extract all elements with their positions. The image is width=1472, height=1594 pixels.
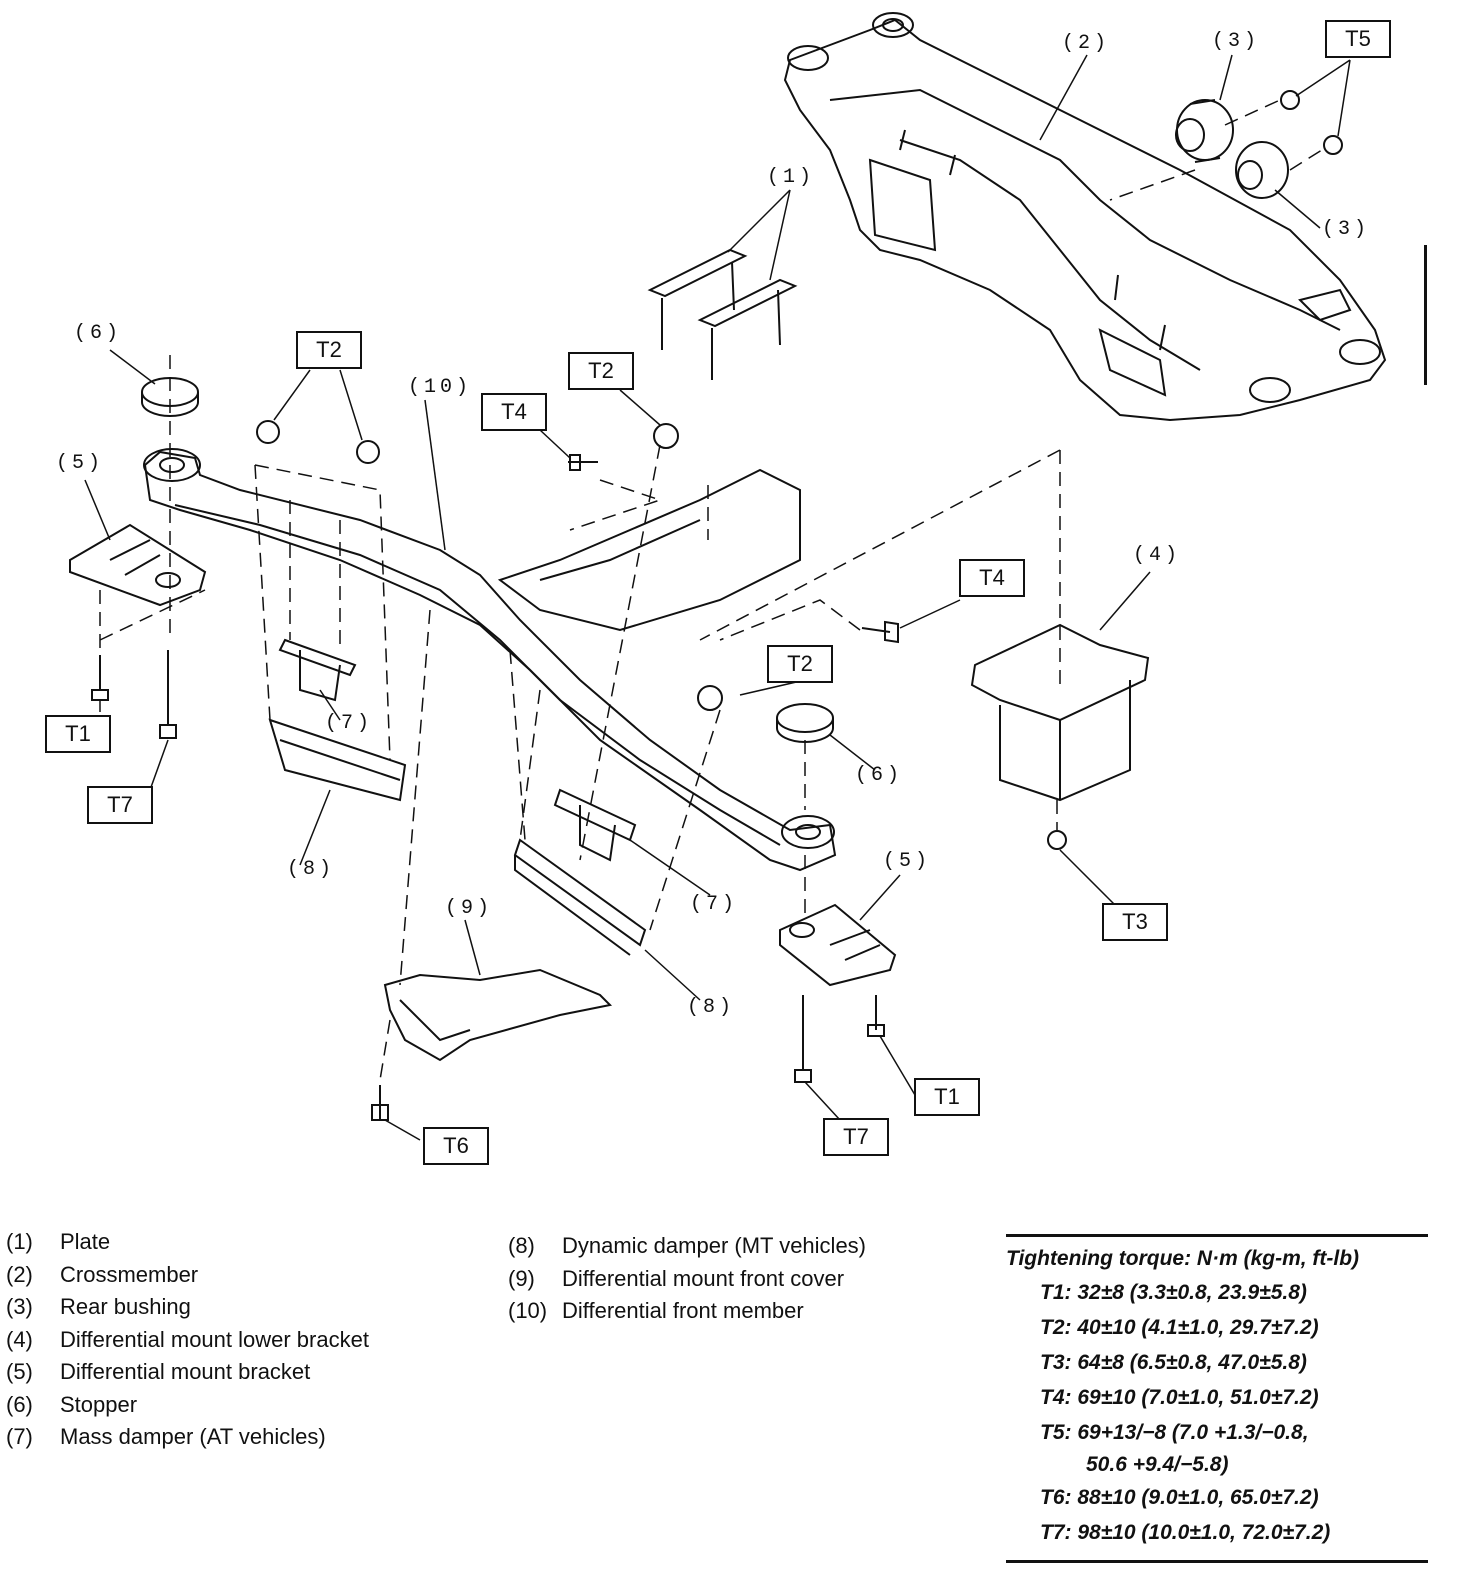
torque-bottom-rule	[1006, 1560, 1428, 1563]
legend-number: (5)	[6, 1359, 33, 1384]
page-edge-mark	[1424, 245, 1427, 385]
legend-text: Plate	[60, 1229, 111, 1254]
callout-t2-right: T2	[767, 645, 833, 683]
dynamic-damper-drawing	[268, 718, 647, 956]
legend-text: Differential mount lower bracket	[60, 1326, 369, 1352]
tightening-torque-table: Tightening torque: N·m (kg-m, ft-lb) T1:…	[1006, 1234, 1428, 1563]
legend-item: (2) Crossmember	[6, 1259, 369, 1292]
exploded-parts-diagram	[69, 12, 1387, 1141]
legend-number: (2)	[6, 1261, 33, 1287]
legend-text: Differential front member	[562, 1298, 804, 1323]
torque-t6: T6: 88±10 (9.0±1.0, 65.0±7.2)	[1040, 1486, 1319, 1509]
ref-5-left: (5)	[56, 452, 105, 475]
ref-6-left: (6)	[74, 322, 123, 345]
mount-bracket-drawing	[69, 523, 897, 987]
legend-item: (3) Rear bushing	[6, 1291, 369, 1324]
legend-text: Mass damper (AT vehicles)	[60, 1424, 326, 1449]
leader-lines	[84, 54, 1351, 1141]
callout-t4-left: T4	[481, 393, 547, 431]
callout-t1-left: T1	[45, 715, 111, 753]
legend-item: (9) Differential mount front cover	[508, 1263, 866, 1296]
plate-drawing	[647, 248, 798, 380]
torque-t3: T3: 64±8 (6.5±0.8, 47.0±5.8)	[1040, 1351, 1307, 1374]
front-cover-drawing	[383, 968, 613, 1062]
torque-t5-line1: T5: 69+13/−8 (7.0 +1.3/−0.8,	[1040, 1421, 1309, 1444]
legend-text: Differential mount front cover	[562, 1265, 845, 1291]
legend-text: Differential mount bracket	[60, 1359, 311, 1384]
ref-7-right: (7)	[690, 893, 739, 916]
torque-t1: T1: 32±8 (3.3±0.8, 23.9±5.8)	[1040, 1281, 1307, 1304]
ref-10: (10)	[408, 376, 473, 399]
legend-item: (6) Stopper	[6, 1389, 369, 1422]
legend-item: (7) Mass damper (AT vehicles)	[6, 1421, 369, 1454]
legend-text: Rear bushing	[60, 1294, 191, 1319]
ref-6-right: (6)	[855, 764, 904, 787]
callout-t4-right: T4	[959, 559, 1025, 597]
legend-item: (4) Differential mount lower bracket	[6, 1324, 369, 1357]
ref-2: (2)	[1062, 32, 1111, 55]
ref-8-left: (8)	[287, 858, 336, 881]
stopper-drawing	[141, 377, 834, 743]
torque-t2: T2: 40±10 (4.1±1.0, 29.7±7.2)	[1040, 1316, 1319, 1339]
mass-damper-drawing	[278, 638, 637, 862]
callout-t3: T3	[1102, 903, 1168, 941]
legend-text: Crossmember	[60, 1261, 199, 1287]
ref-5-right: (5)	[883, 850, 932, 873]
legend-text: Stopper	[60, 1391, 138, 1417]
ref-7-left: (7)	[325, 712, 374, 735]
assembly-lines	[99, 99, 1326, 1081]
fastener-drawing	[91, 420, 1067, 1121]
rear-bushing-drawing	[1175, 90, 1343, 199]
callout-t7-left: T7	[87, 786, 153, 824]
ref-1: (1)	[767, 166, 816, 189]
ref-4: (4)	[1133, 544, 1182, 567]
ref-9: (9)	[445, 897, 494, 920]
parts-legend-middle: (8) Dynamic damper (MT vehicles) (9) Diffe…	[508, 1230, 866, 1328]
callout-t1-right: T1	[914, 1078, 980, 1116]
legend-item: (8) Dynamic damper (MT vehicles)	[508, 1230, 866, 1263]
torque-t7: T7: 98±10 (10.0±1.0, 72.0±7.2)	[1040, 1521, 1331, 1544]
torque-t5-line2: 50.6 +9.4/−5.8)	[1086, 1453, 1229, 1476]
legend-item: (5) Differential mount bracket	[6, 1356, 369, 1389]
legend-number: (7)	[6, 1424, 33, 1449]
legend-text: Dynamic damper (MT vehicles)	[562, 1233, 867, 1258]
callout-t7-right: T7	[823, 1118, 889, 1156]
legend-number: (10)	[508, 1298, 548, 1323]
legend-number: (8)	[508, 1233, 535, 1258]
legend-number: (3)	[6, 1294, 33, 1319]
legend-item: (1) Plate	[6, 1226, 369, 1259]
callout-t6: T6	[423, 1127, 489, 1165]
callout-t5: T5	[1325, 20, 1391, 58]
legend-item: (10) Differential front member	[508, 1295, 866, 1328]
differential-front-member-drawing	[143, 448, 837, 872]
legend-number: (1)	[6, 1229, 33, 1254]
torque-t4: T4: 69±10 (7.0±1.0, 51.0±7.2)	[1040, 1386, 1319, 1409]
legend-number: (6)	[6, 1391, 33, 1417]
legend-number: (4)	[6, 1326, 33, 1352]
callout-t2-left: T2	[296, 331, 362, 369]
torque-t5: T5: 69+13/−8 (7.0 +1.3/−0.8, 50.6 +9.4/−…	[1040, 1415, 1428, 1480]
torque-top-rule	[1006, 1234, 1428, 1237]
callout-t2-center: T2	[568, 352, 634, 390]
ref-3-top: (3)	[1212, 30, 1261, 53]
ref-8-right: (8)	[687, 996, 736, 1019]
ref-3-bottom: (3)	[1322, 218, 1371, 241]
legend-number: (9)	[508, 1265, 535, 1291]
crossmember-drawing	[783, 12, 1387, 422]
torque-title: Tightening torque: N·m (kg-m, ft-lb)	[1006, 1247, 1360, 1270]
parts-legend-left: (1)Plate (2)Crossmember (3)Rear bushing …	[6, 1226, 369, 1454]
lower-bracket-drawing	[970, 623, 1150, 802]
